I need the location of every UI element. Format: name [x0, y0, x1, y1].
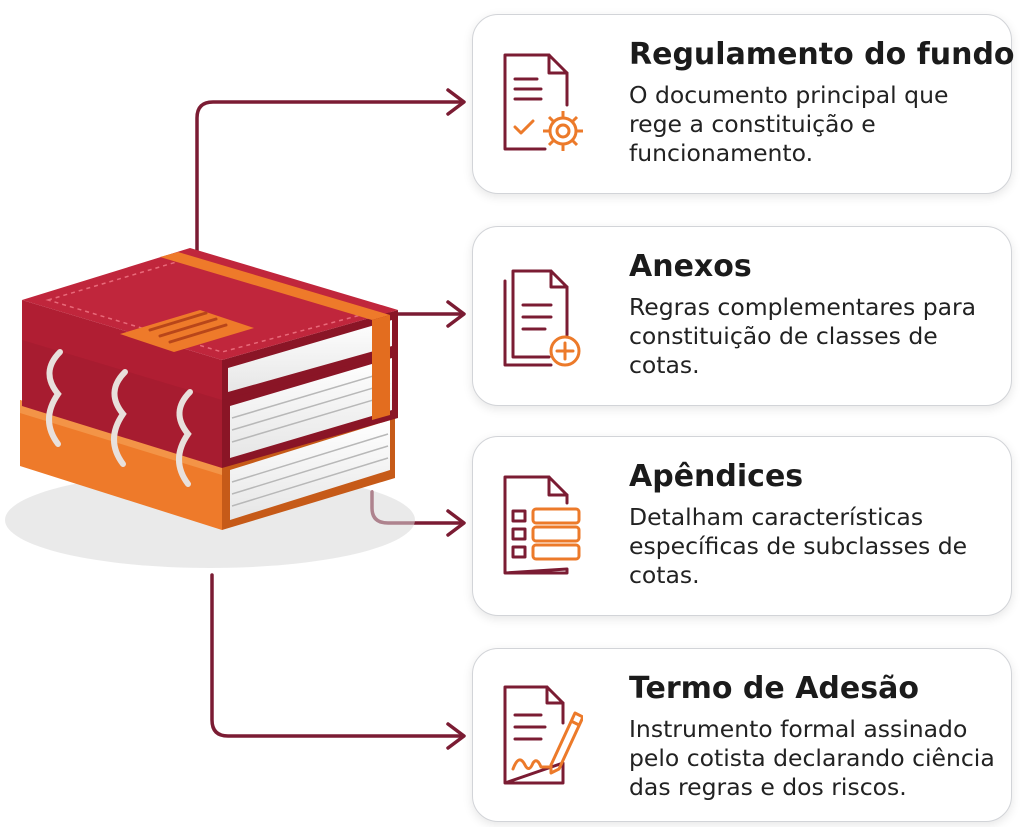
card-description: O documento principal que rege a constit… [629, 81, 949, 167]
connector-regulamento [195, 100, 464, 257]
arrowhead-anexos [446, 300, 466, 328]
arrowhead-regulamento [446, 88, 466, 116]
card-title: Termo de Adesão [629, 671, 919, 706]
document-signature-pen-icon [503, 685, 583, 785]
documents-plus-icon [503, 269, 581, 367]
card-regulamento: Regulamento do fundo O documento princip… [472, 14, 1015, 194]
document-gear-icon [503, 53, 583, 151]
card-description: Detalham características específicas de … [629, 503, 968, 589]
card-description: Regras complementares para constituição … [629, 293, 977, 379]
arrowhead-apendices [446, 509, 466, 537]
card-description: Instrumento formal assinado pelo cotista… [629, 715, 995, 801]
middle-book [22, 338, 398, 468]
card-termo-de-adesao: Termo de Adesão Instrumento formal assin… [472, 648, 1012, 822]
document-list-icon [503, 475, 581, 575]
arrowhead-termo [446, 722, 466, 750]
connector-termo [210, 573, 464, 738]
binding-rings [46, 349, 193, 487]
card-title: Apêndices [629, 459, 804, 494]
card-title: Anexos [629, 249, 752, 284]
top-book [22, 248, 398, 420]
card-title: Regulamento do fundo [629, 37, 1015, 72]
card-anexos: Anexos Regras complementares para consti… [472, 226, 1012, 406]
card-apendices: Apêndices Detalham características espec… [472, 436, 1012, 616]
